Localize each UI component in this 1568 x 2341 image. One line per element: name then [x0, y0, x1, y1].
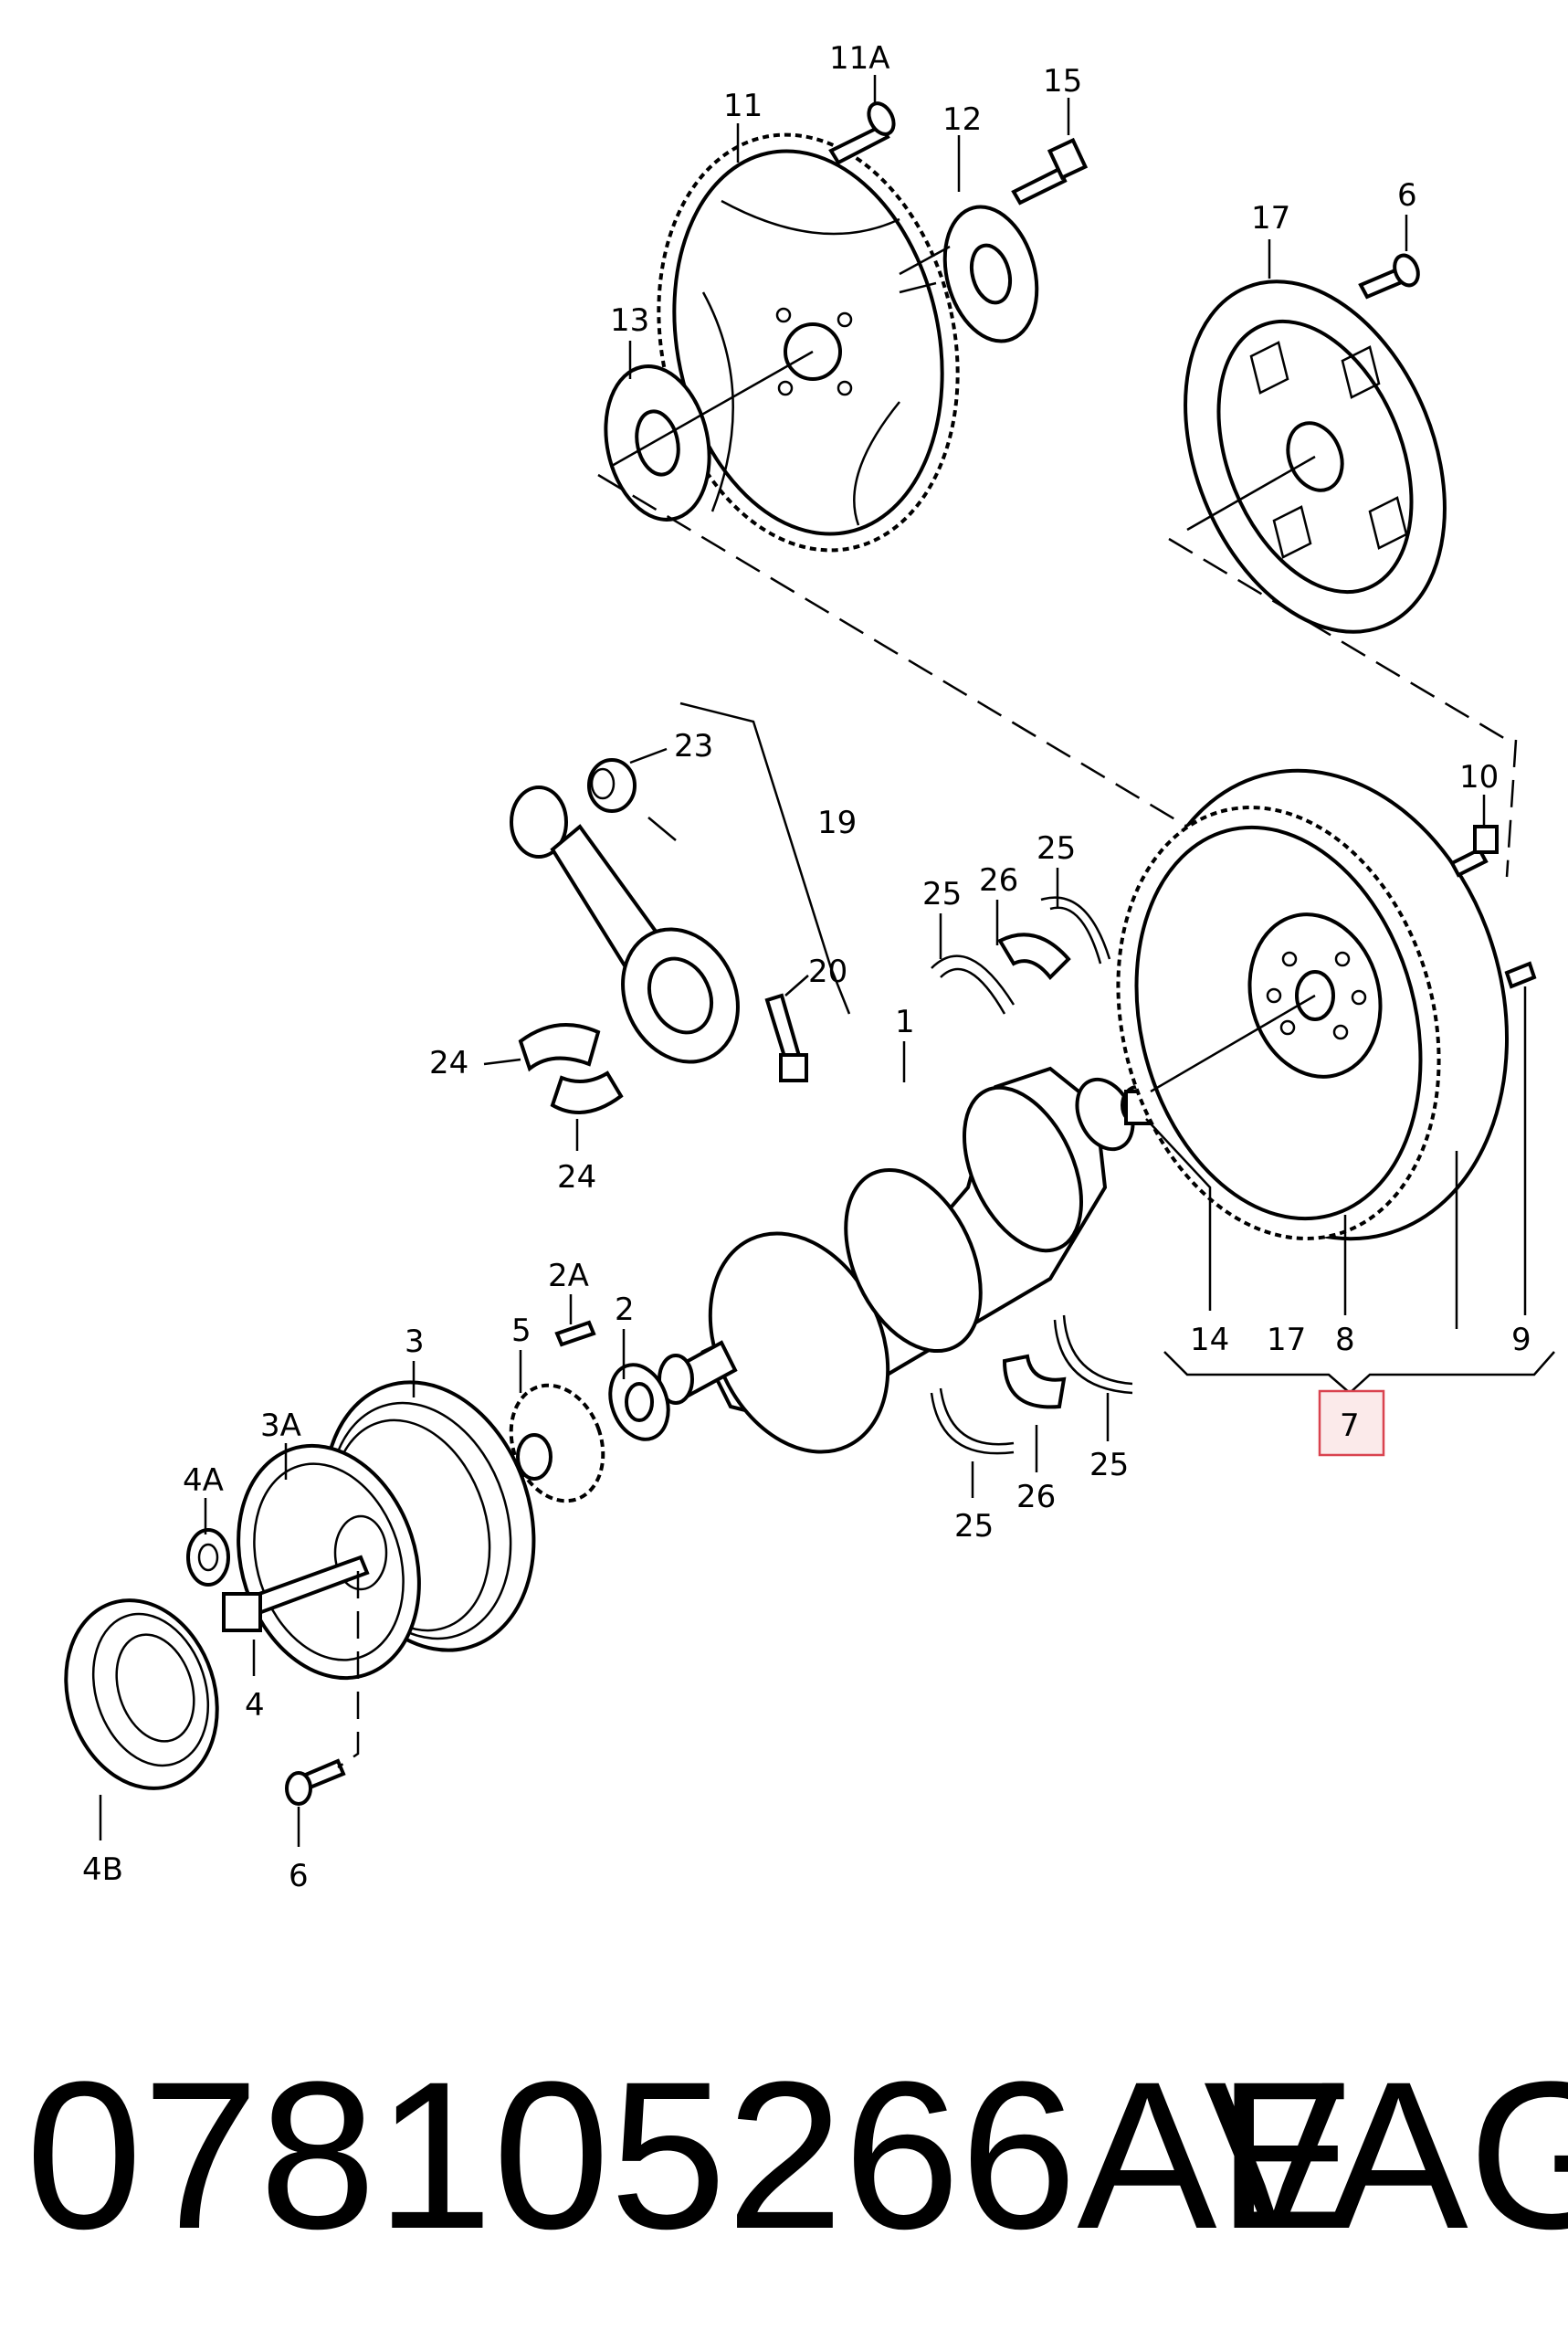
callout-14: 14 [1190, 1322, 1229, 1358]
crankshaft [658, 1066, 1135, 1454]
callout-9: 9 [1511, 1322, 1531, 1358]
bearing-shells-lower [930, 1314, 1133, 1455]
dual-mass-flywheel [1116, 768, 1510, 1241]
plate-13 [604, 364, 711, 522]
callout-11a: 11A [829, 40, 890, 77]
bolt-4 [222, 1555, 370, 1632]
pin-2a [554, 1320, 596, 1347]
bolt-6-top [1358, 253, 1420, 300]
plate-12 [942, 205, 1039, 343]
part-number-footer: 078105266AE VAG [26, 2019, 1568, 2293]
callout-10: 10 [1459, 759, 1499, 796]
callout-19: 19 [817, 805, 857, 841]
gear-5 [509, 1383, 605, 1503]
callout-4b: 4B [82, 1851, 123, 1888]
bushing-23 [587, 758, 637, 813]
bearing-shells-upper [931, 896, 1111, 1015]
callout-5: 5 [511, 1313, 531, 1349]
callout-23: 23 [674, 728, 713, 765]
callout-20: 20 [808, 954, 847, 990]
callout-17-bottom: 17 [1267, 1322, 1306, 1358]
callout-labels: 11A 11 15 12 13 6 17 23 19 20 24 24 25 2… [82, 40, 1531, 1894]
callout-3a: 3A [260, 1408, 301, 1444]
callout-1: 1 [895, 1004, 915, 1040]
callout-6-top: 6 [1397, 177, 1417, 214]
callout-2: 2 [615, 1292, 635, 1328]
brand-name: VAG [1204, 2038, 1568, 2272]
callout-11: 11 [723, 88, 763, 124]
cover-4b [64, 1598, 219, 1790]
part-number: 078105266AE [26, 2038, 1358, 2272]
callout-25-upper-right: 25 [1037, 830, 1076, 867]
callout-7: 7 [1340, 1408, 1360, 1444]
callout-25-lower-left: 25 [954, 1508, 994, 1545]
bolt-11a [828, 101, 896, 165]
bolt-20 [764, 993, 808, 1082]
callout-12: 12 [942, 101, 982, 138]
callout-13: 13 [610, 302, 649, 339]
exploded-parts-diagram: 11A 11 15 12 13 6 17 23 19 20 24 24 25 2… [64, 40, 1555, 1894]
callout-6-bottom: 6 [289, 1858, 309, 1894]
callout-24-bottom: 24 [557, 1159, 596, 1196]
damper-3a [237, 1443, 421, 1681]
callout-26-upper: 26 [979, 862, 1018, 899]
bearing-shells-24 [518, 1023, 624, 1114]
dowel-9 [1504, 961, 1537, 989]
callout-26-lower: 26 [1016, 1479, 1056, 1515]
sprocket-2 [608, 1363, 670, 1441]
bolt-15 [1011, 137, 1089, 206]
bolt-6-bottom [285, 1758, 346, 1806]
callout-17-top: 17 [1251, 200, 1290, 237]
callout-highlight [1318, 1389, 1385, 1457]
callout-2a: 2A [548, 1258, 589, 1294]
callout-24-left: 24 [429, 1045, 468, 1081]
callout-4a: 4A [183, 1462, 224, 1499]
callout-8: 8 [1335, 1322, 1355, 1358]
washer-4a [186, 1528, 230, 1587]
callout-4: 4 [245, 1687, 265, 1724]
connecting-rod [510, 786, 740, 1064]
callout-25-upper-left: 25 [922, 876, 962, 912]
bolt-10 [1449, 825, 1499, 878]
callout-3: 3 [405, 1323, 425, 1360]
callout-15: 15 [1043, 63, 1082, 100]
callout-25-lower-right: 25 [1089, 1447, 1129, 1483]
ring-gear-flexplate [657, 132, 960, 553]
